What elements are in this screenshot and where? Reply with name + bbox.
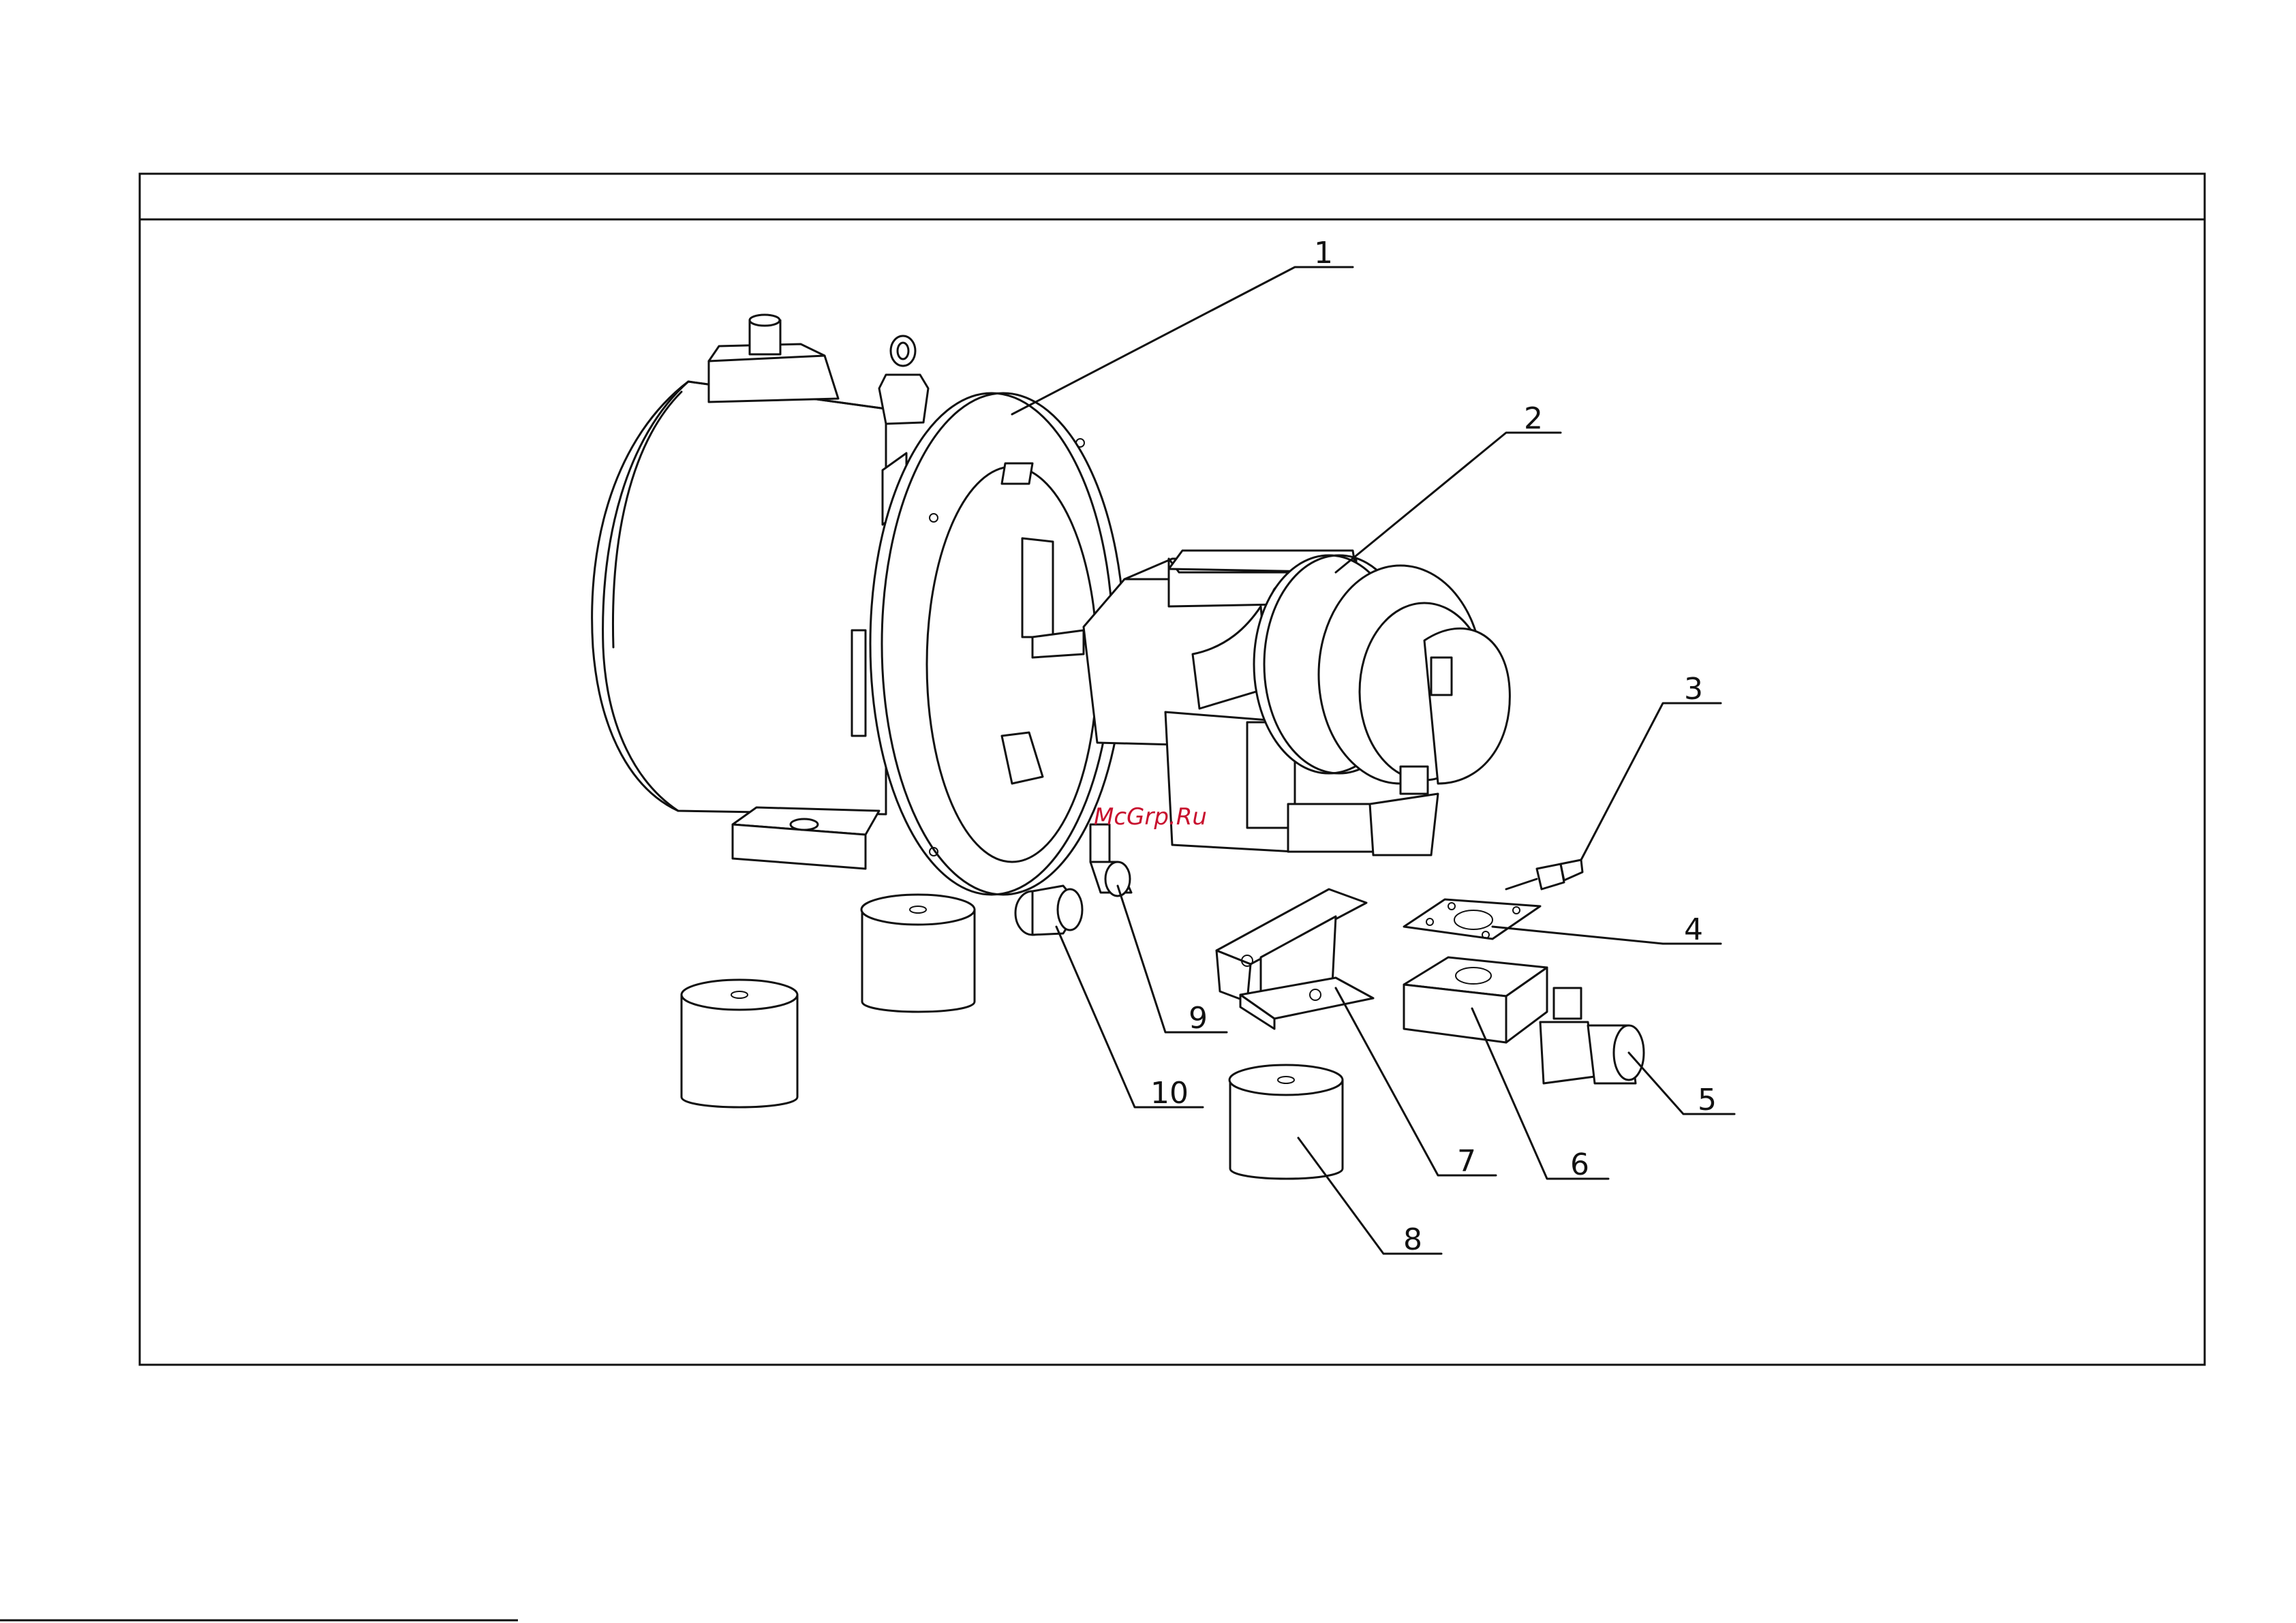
watermark-text: McGrp.Ru — [1094, 803, 1207, 831]
rubber-mount-right — [1229, 1065, 1343, 1179]
callout-4: 4 — [1684, 912, 1703, 947]
adapter-block — [1404, 957, 1547, 1042]
callout-6: 6 — [1570, 1147, 1589, 1182]
callout-3: 3 — [1684, 672, 1703, 707]
elbow-fitting — [1540, 988, 1644, 1083]
callout-10: 10 — [1150, 1076, 1189, 1111]
gasket — [1404, 899, 1540, 939]
callout-2: 2 — [1524, 401, 1543, 436]
callout-7: 7 — [1457, 1144, 1476, 1179]
straight-connector — [1015, 886, 1082, 935]
temperature-sensor — [1506, 860, 1582, 889]
callout-1: 1 — [1314, 236, 1333, 270]
callout-5: 5 — [1698, 1083, 1717, 1117]
callout-9: 9 — [1189, 1001, 1208, 1036]
callout-8: 8 — [1403, 1222, 1422, 1257]
elbow-connector — [1090, 824, 1131, 896]
rubber-mount-center — [861, 895, 975, 1012]
drawing-frame — [0, 174, 2205, 1620]
rubber-mount-left — [682, 980, 797, 1107]
mounting-bracket — [1216, 889, 1373, 1029]
